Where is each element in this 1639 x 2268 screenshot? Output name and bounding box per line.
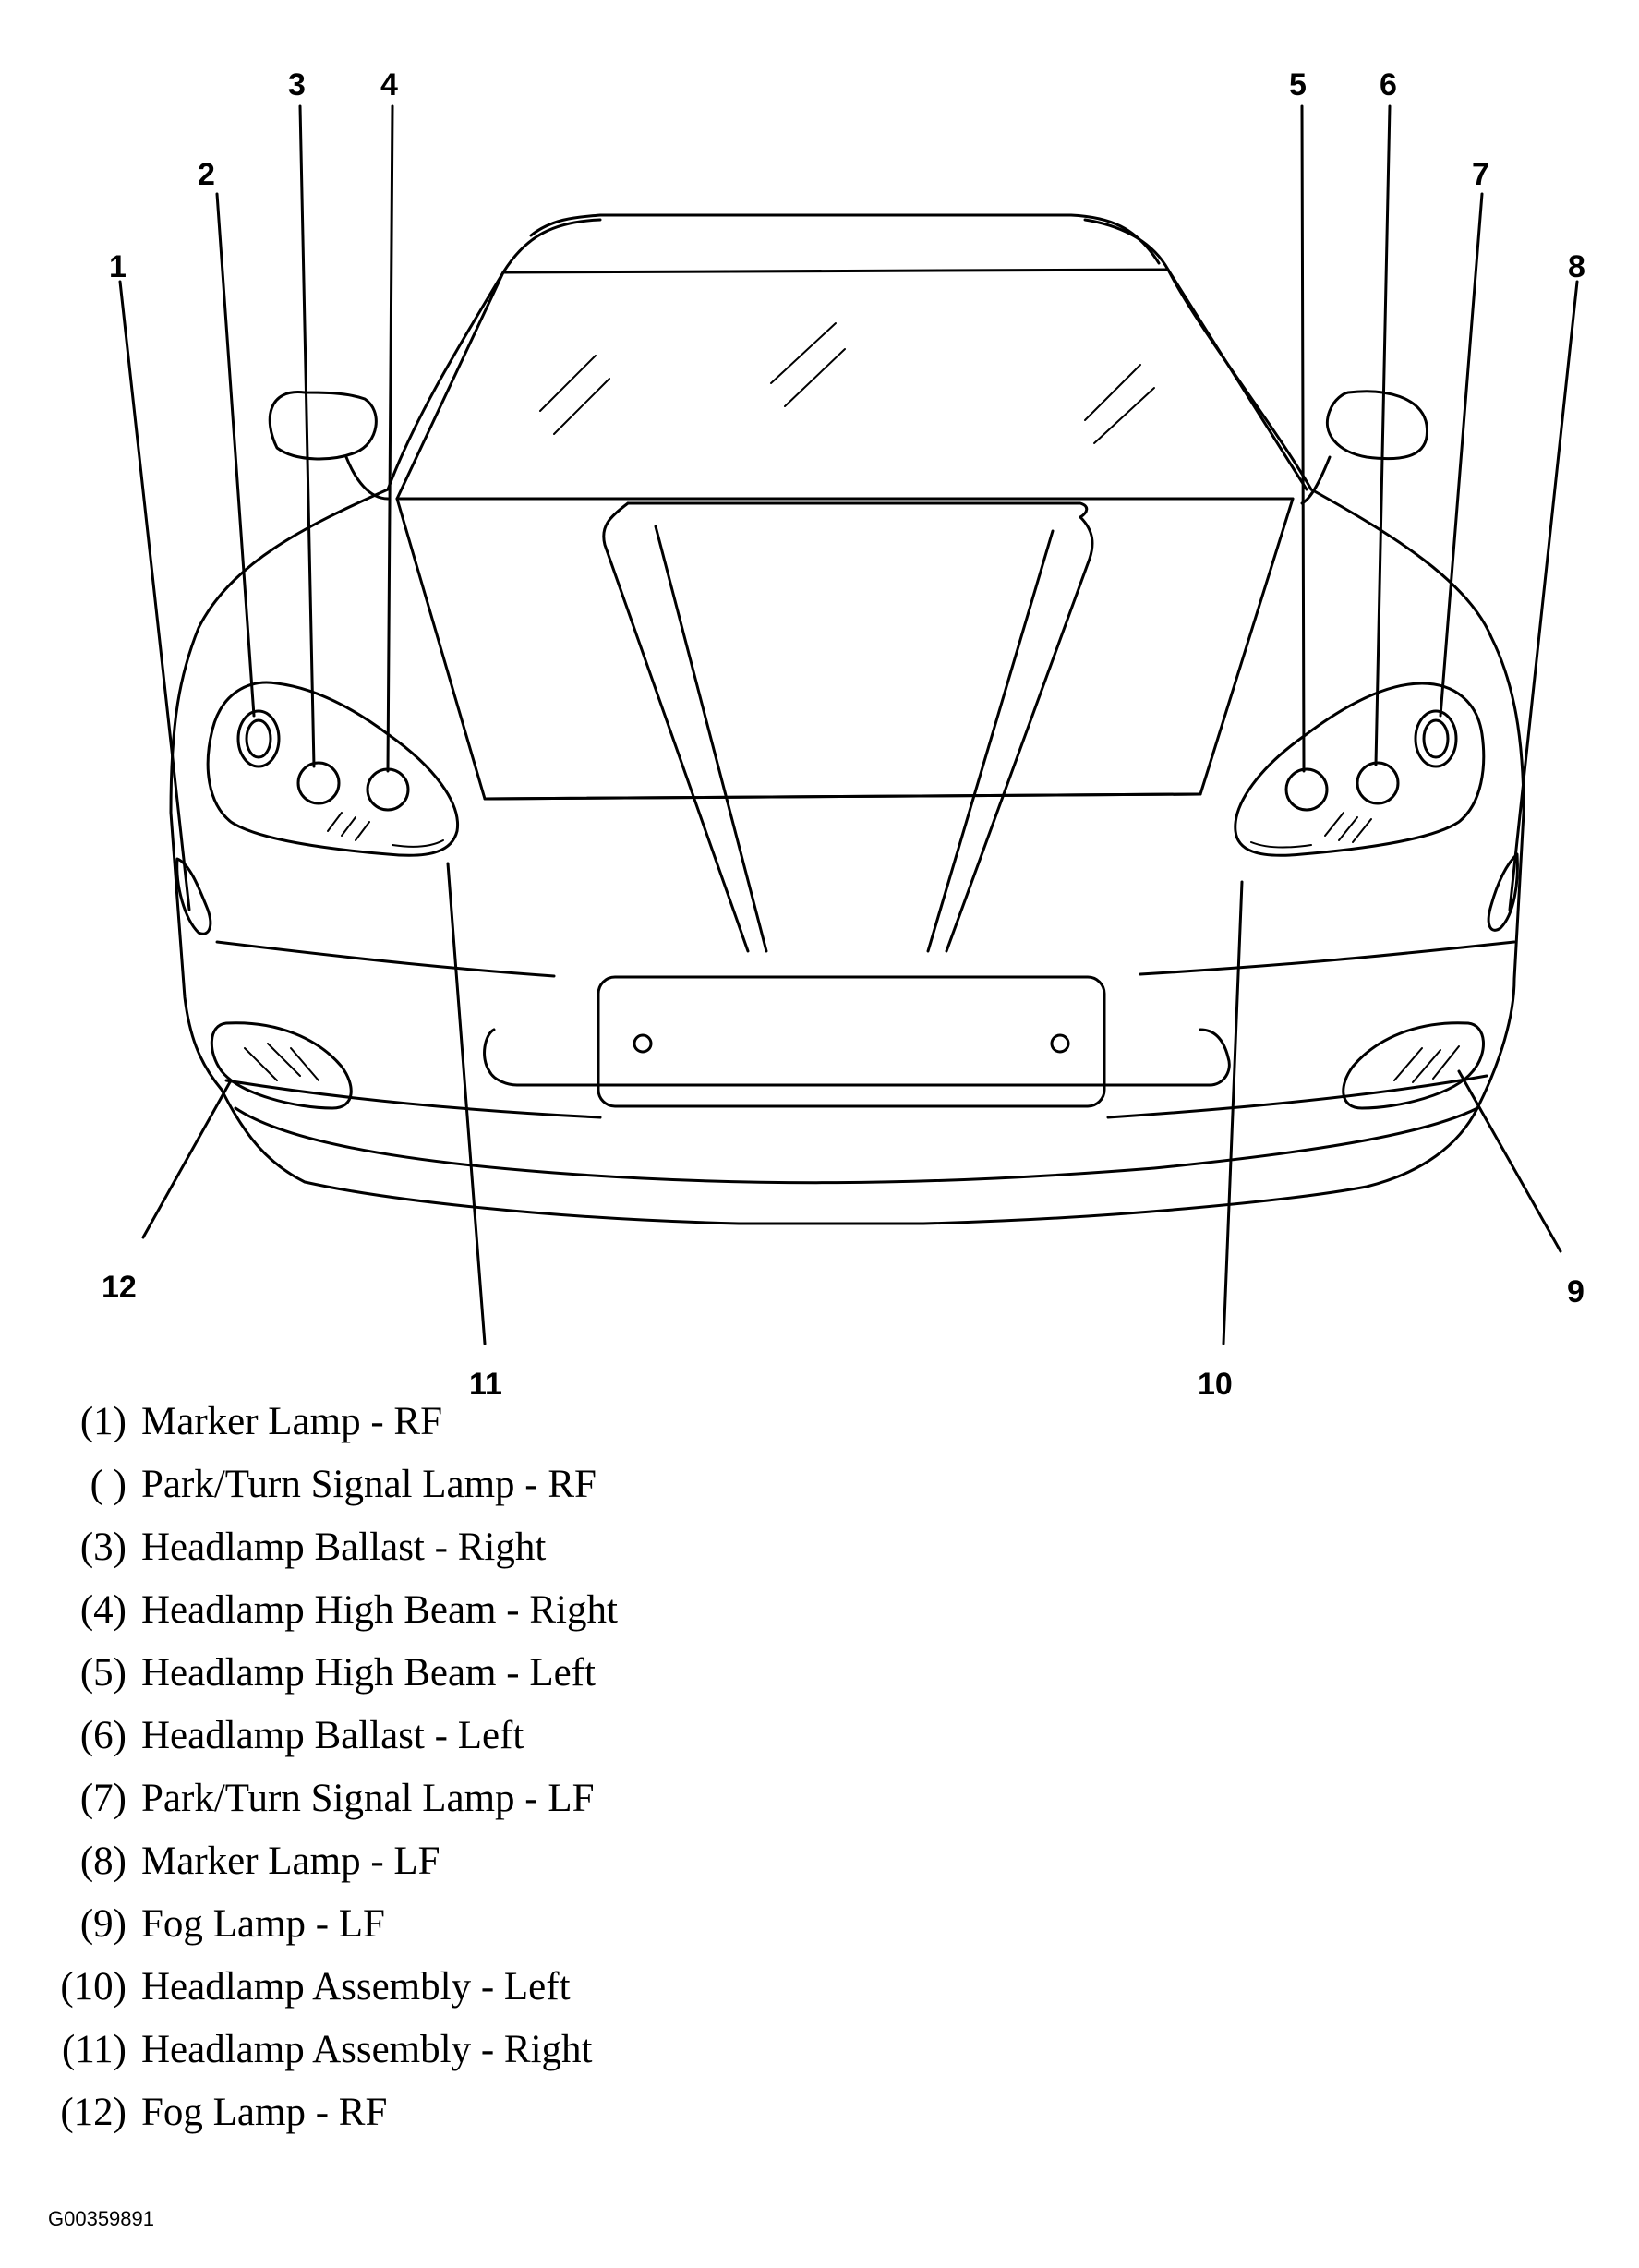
legend-label: Headlamp Assembly - Right [141, 2028, 593, 2071]
callout-3: 3 [288, 67, 306, 103]
left-a-pillar [386, 271, 505, 491]
fog-lamp-lf [1342, 1021, 1485, 1110]
vehicle-front-diagram: 1 2 3 4 5 6 7 8 9 10 11 12 [102, 67, 1585, 1402]
callout-12: 12 [102, 1270, 137, 1305]
fog-lamp-rf [210, 1021, 353, 1110]
right-mirror [268, 391, 390, 501]
callout-5: 5 [1289, 67, 1307, 103]
legend-item: (6) Headlamp Ballast - Left [54, 1713, 1346, 1776]
legend-item: (9) Fog Lamp - LF [54, 1901, 1346, 1964]
legend-label: Headlamp High Beam - Right [141, 1588, 618, 1632]
legend-number: (8) [79, 1840, 127, 1883]
legend-label: Headlamp Assembly - Left [141, 1965, 571, 2009]
leader-lines [118, 104, 1579, 1345]
legend-label: Headlamp High Beam - Left [141, 1651, 596, 1695]
callout-11: 11 [469, 1367, 502, 1402]
legend-item: (8) Marker Lamp - LF [54, 1839, 1346, 1901]
legend-item: (3) Headlamp Ballast - Right [54, 1525, 1346, 1587]
marker-lamp-rf [175, 857, 212, 935]
windshield [395, 268, 1308, 501]
legend-item: (12) Fog Lamp - RF [54, 2090, 1346, 2153]
legend-number: (7) [79, 1777, 127, 1820]
roof-outline [501, 213, 1170, 274]
figure-id: G00359891 [48, 2207, 154, 2230]
callout-4: 4 [380, 67, 398, 103]
headlamp-assembly-left [1234, 682, 1486, 857]
legend-item: (4) Headlamp High Beam - Right [54, 1587, 1346, 1650]
legend-number: ( ) [90, 1463, 127, 1506]
legend-item: ( ) Park/Turn Signal Lamp - RF [54, 1462, 1346, 1525]
legend-item: (7) Park/Turn Signal Lamp - LF [54, 1776, 1346, 1839]
legend-number: (11) [61, 2028, 127, 2071]
legend-number: (6) [79, 1714, 127, 1757]
legend-item: (1) Marker Lamp - RF [54, 1399, 1346, 1462]
callout-9: 9 [1567, 1274, 1585, 1309]
legend-number: (3) [79, 1526, 127, 1569]
legend-label: Fog Lamp - RF [141, 2091, 388, 2134]
legend-number: (5) [79, 1651, 127, 1695]
legend-number: (4) [79, 1588, 127, 1632]
callout-6: 6 [1380, 67, 1397, 103]
legend-item: (10) Headlamp Assembly - Left [54, 1964, 1346, 2027]
legend-label: Park/Turn Signal Lamp - RF [141, 1463, 597, 1506]
marker-lamp-lf [1487, 852, 1519, 932]
legend-label: Headlamp Ballast - Left [141, 1714, 524, 1757]
callout-1: 1 [109, 249, 127, 284]
callout-10: 10 [1198, 1367, 1233, 1402]
right-a-pillar [1166, 268, 1313, 491]
legend-label: Fog Lamp - LF [141, 1902, 385, 1946]
legend-item: (11) Headlamp Assembly - Right [54, 2027, 1346, 2090]
legend-number: (12) [60, 2091, 127, 2134]
legend-label: Marker Lamp - RF [141, 1400, 443, 1443]
hood [395, 497, 1295, 953]
left-mirror [1300, 390, 1429, 505]
license-plate [597, 975, 1106, 1108]
legend-label: Marker Lamp - LF [141, 1840, 440, 1883]
callout-8: 8 [1568, 249, 1585, 284]
body-outline [169, 488, 1525, 1225]
legend-number: (1) [79, 1400, 127, 1443]
legend-number: (9) [79, 1902, 127, 1946]
legend-list: (1) Marker Lamp - RF ( ) Park/Turn Signal … [54, 1399, 1346, 2153]
legend-item: (5) Headlamp High Beam - Left [54, 1650, 1346, 1713]
headlamp-assembly-right [206, 681, 460, 857]
legend-label: Headlamp Ballast - Right [141, 1526, 547, 1569]
legend-label: Park/Turn Signal Lamp - LF [141, 1777, 595, 1820]
legend-number: (10) [60, 1965, 127, 2009]
callout-7: 7 [1472, 157, 1489, 192]
callout-2: 2 [198, 157, 215, 192]
